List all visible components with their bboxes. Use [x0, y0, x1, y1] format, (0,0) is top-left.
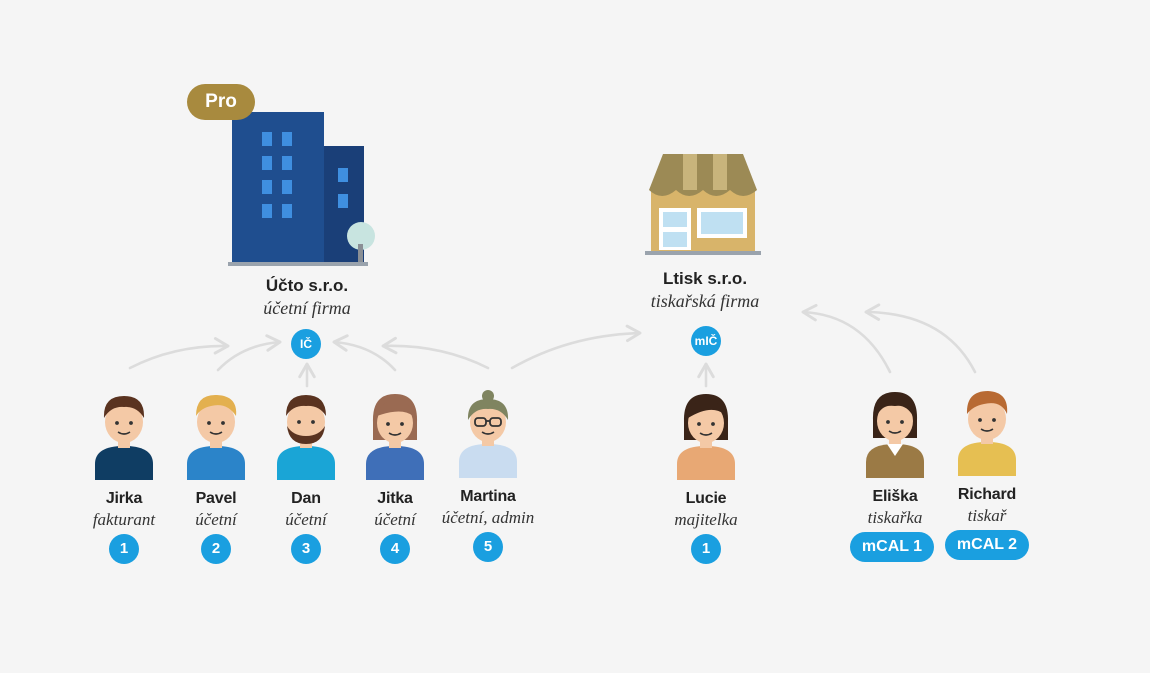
company-name: Účto s.r.o. [265, 276, 349, 295]
person-name: Jitka [377, 490, 413, 507]
license-badge: 2 [201, 534, 231, 564]
person-avatar-icon [187, 394, 245, 480]
person-role: účetní [285, 510, 327, 529]
person-name: Lucie [685, 490, 727, 507]
company-ltisk: Ltisk s.r.o. tiskařská firma [605, 269, 805, 312]
license-badge: 1 [691, 534, 721, 564]
person-avatar-icon [95, 396, 153, 480]
shop-storefront-icon [645, 154, 761, 255]
person-avatar-icon [677, 394, 735, 480]
person-avatar-icon [958, 391, 1016, 476]
person-avatar-icon [866, 392, 924, 478]
person-role: majitelka [674, 510, 738, 529]
arrow-martina-ltisk [510, 324, 642, 370]
person-avatar-icon [366, 394, 424, 480]
office-building-icon [228, 112, 375, 266]
arrow-pavel [216, 334, 282, 372]
license-badge: 4 [380, 534, 410, 564]
person-name: Pavel [195, 490, 237, 507]
person-name: Jirka [105, 490, 143, 507]
company-role: tiskařská firma [650, 291, 760, 311]
person-role: účetní [374, 510, 416, 529]
person-role: tiskař [967, 506, 1007, 525]
mcal-license-badge: mCAL 2 [945, 530, 1029, 560]
person-role: účetní, admin [441, 508, 535, 527]
person-name: Dan [291, 490, 321, 507]
arrow-richard [864, 303, 977, 374]
person-avatar-icon [277, 395, 335, 480]
license-badge: 5 [473, 532, 503, 562]
company-role: účetní firma [263, 298, 351, 318]
arrow-martina-ucto [381, 336, 490, 370]
pro-tier-badge: Pro [187, 84, 255, 120]
person-name: Richard [957, 486, 1017, 503]
license-badge: 1 [109, 534, 139, 564]
person-avatar-icon [459, 390, 517, 478]
arrow-eliska [801, 303, 892, 374]
company-name: Ltisk s.r.o. [662, 269, 748, 288]
person-name: Martina [460, 488, 516, 505]
arrow-jirka [128, 337, 230, 370]
arrow-jitka [332, 334, 397, 372]
person-role: fakturant [92, 510, 156, 529]
person-role: účetní [195, 510, 237, 529]
person-name: Eliška [872, 488, 918, 505]
mic-hub-badge: mIČ [691, 326, 721, 356]
mcal-license-badge: mCAL 1 [850, 532, 934, 562]
license-badge: 3 [291, 534, 321, 564]
company-ucto: Účto s.r.o. účetní firma [207, 276, 407, 319]
ic-hub-badge: IČ [291, 329, 321, 359]
person-role: tiskařka [867, 508, 923, 527]
